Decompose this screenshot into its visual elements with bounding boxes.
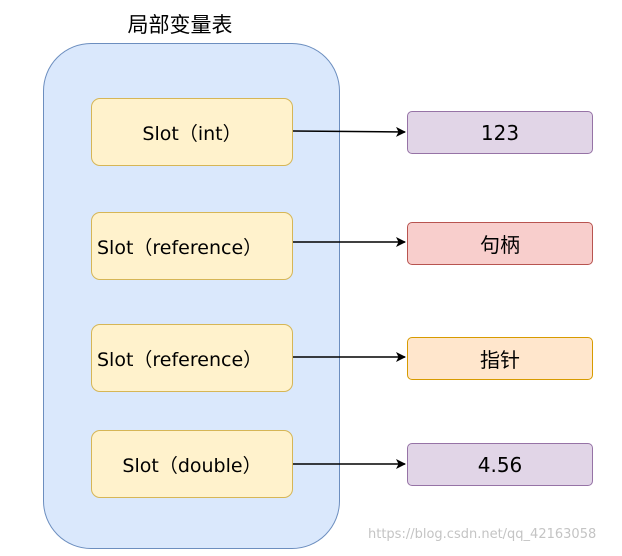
slot-int-label: Slot（int）	[142, 122, 242, 145]
slot-double-label: Slot（double）	[122, 454, 262, 477]
value-handle-box: 句柄	[407, 222, 593, 265]
slot-reference-2-label: Slot（reference）	[97, 348, 263, 371]
diagram-title: 局部变量表	[127, 13, 233, 37]
slot-reference-1: Slot（reference）	[91, 212, 293, 280]
slot-int: Slot（int）	[91, 98, 293, 166]
value-int-box: 123	[407, 111, 593, 154]
slot-reference-2: Slot（reference）	[91, 324, 293, 392]
value-handle-label: 句柄	[480, 233, 520, 257]
value-pointer-label: 指针	[480, 348, 520, 372]
value-double-box: 4.56	[407, 443, 593, 486]
watermark: https://blog.csdn.net/qq_42163058	[368, 527, 597, 542]
value-pointer-box: 指针	[407, 337, 593, 380]
value-double-label: 4.56	[477, 452, 523, 477]
slot-double: Slot（double）	[91, 430, 293, 498]
slot-reference-1-label: Slot（reference）	[97, 236, 263, 259]
value-int-label: 123	[480, 120, 520, 145]
